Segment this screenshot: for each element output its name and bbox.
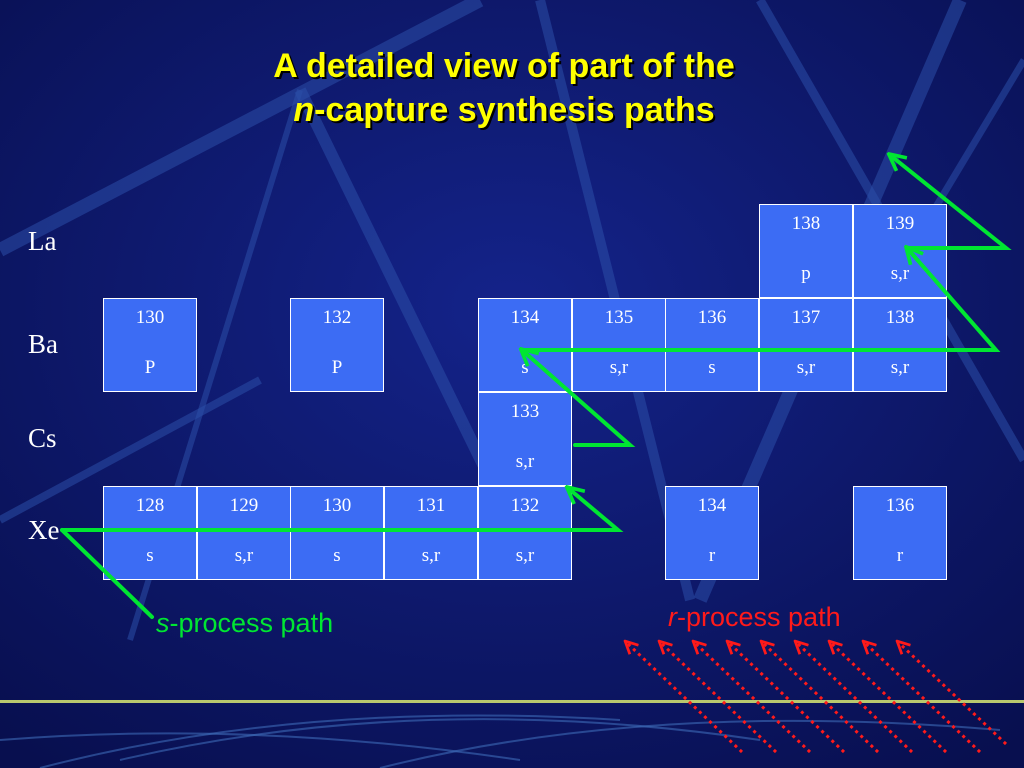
nuclide-cell-xe-129: 129 s,r [197, 486, 291, 580]
process-tag: s [708, 357, 716, 378]
mass-number: 128 [135, 495, 165, 516]
process-tag: s [333, 545, 341, 566]
mass-number: 138 [791, 213, 821, 234]
process-tag: s,r [515, 545, 535, 566]
nuclide-cell-xe-136: 136 r [853, 486, 947, 580]
nuclide-cell-xe-130: 130 s [290, 486, 384, 580]
mass-number: 133 [510, 401, 540, 422]
row-label-xe: Xe [28, 515, 60, 545]
process-tag: s,r [515, 451, 535, 472]
process-tag: s,r [890, 263, 910, 284]
process-tag: s [521, 357, 529, 378]
r-process-label-text: -process path [677, 602, 841, 632]
nuclide-cell-xe-128: 128 s [103, 486, 197, 580]
row-label-la: La [28, 226, 57, 256]
nuclide-cell-la-138: 138 p [759, 204, 853, 298]
mass-number: 131 [416, 495, 446, 516]
mass-number: 134 [697, 495, 727, 516]
process-tag: r [896, 545, 904, 566]
nuclide-cell-xe-132: 132 s,r [478, 486, 572, 580]
s-process-label-text: -process path [169, 608, 334, 638]
nuclide-cell-ba-135: 135 s,r [572, 298, 666, 392]
process-tag: P [144, 357, 156, 378]
title-line-1: A detailed view of part of the [273, 47, 735, 85]
s-process-label: s-process path [156, 608, 333, 639]
mass-number: 130 [135, 307, 165, 328]
nuclide-cell-ba-130: 130 P [103, 298, 197, 392]
process-tag: p [801, 263, 811, 284]
nuclide-cell-ba-136: 136 s [665, 298, 759, 392]
nuclide-cell-xe-134: 134 r [665, 486, 759, 580]
mass-number: 135 [604, 307, 634, 328]
title-n-italic: n [293, 91, 315, 129]
mass-number: 132 [510, 495, 540, 516]
s-process-label-s: s [156, 608, 170, 638]
nuclide-cell-cs-133: 133 s,r [478, 392, 572, 486]
process-tag: s,r [796, 357, 816, 378]
nuclide-cell-ba-132: 132 P [290, 298, 384, 392]
mass-number: 136 [885, 495, 915, 516]
r-process-label: r-process path [668, 602, 841, 633]
mass-number: 132 [322, 307, 352, 328]
mass-number: 136 [697, 307, 727, 328]
nuclide-cell-ba-138: 138 s,r [853, 298, 947, 392]
r-process-label-r: r [668, 602, 677, 632]
nuclide-cell-ba-134: 134 s [478, 298, 572, 392]
mass-number: 129 [229, 495, 259, 516]
mass-number: 138 [885, 307, 915, 328]
mass-number: 137 [791, 307, 821, 328]
process-tag: s,r [234, 545, 254, 566]
nuclide-cell-la-139: 139 s,r [853, 204, 947, 298]
process-tag: s,r [890, 357, 910, 378]
title-line-2: n-capture synthesis paths [0, 88, 1008, 132]
title-line-2-text: -capture synthesis paths [314, 91, 715, 129]
process-tag: s [146, 545, 154, 566]
nuclide-cell-ba-137: 137 s,r [759, 298, 853, 392]
mass-number: 130 [322, 495, 352, 516]
row-label-ba: Ba [28, 329, 58, 359]
mass-number: 134 [510, 307, 540, 328]
process-tag: P [331, 357, 343, 378]
row-label-cs: Cs [28, 423, 57, 453]
nuclide-cell-xe-131: 131 s,r [384, 486, 478, 580]
process-tag: s,r [609, 357, 629, 378]
process-tag: s,r [421, 545, 441, 566]
process-tag: r [708, 545, 716, 566]
mass-number: 139 [885, 213, 915, 234]
slide-title: A detailed view of part of the n-capture… [0, 44, 1008, 132]
